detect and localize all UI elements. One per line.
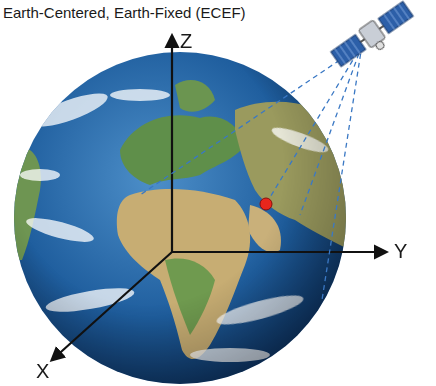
axis-label: X — [36, 360, 49, 383]
axis-label: Y — [394, 240, 407, 263]
satellite-icon — [330, 0, 419, 74]
diagram-title: Earth-Centered, Earth-Fixed (ECEF) — [3, 4, 246, 21]
axes — [52, 36, 386, 360]
receiver-dot — [260, 198, 272, 210]
axis-label: Z — [180, 30, 192, 53]
globe — [10, 52, 350, 384]
signal-lines — [140, 45, 362, 300]
